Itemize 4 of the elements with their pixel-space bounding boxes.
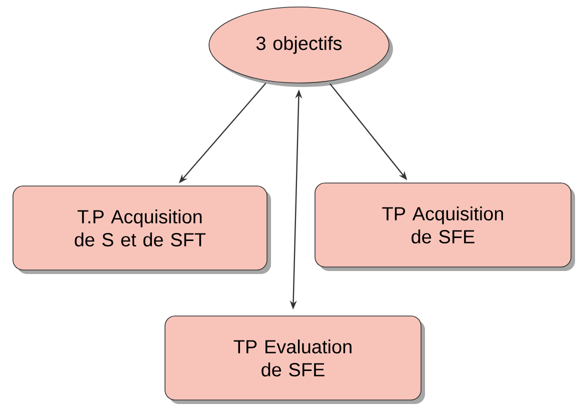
process-box: T.P Acquisition de S et de SFT	[12, 186, 271, 274]
ellipse-node: 3 objectifs	[208, 6, 393, 87]
process-box: TP Acquisition de SFE	[314, 182, 575, 271]
process-box: TP Evaluation de SFE	[164, 316, 425, 404]
